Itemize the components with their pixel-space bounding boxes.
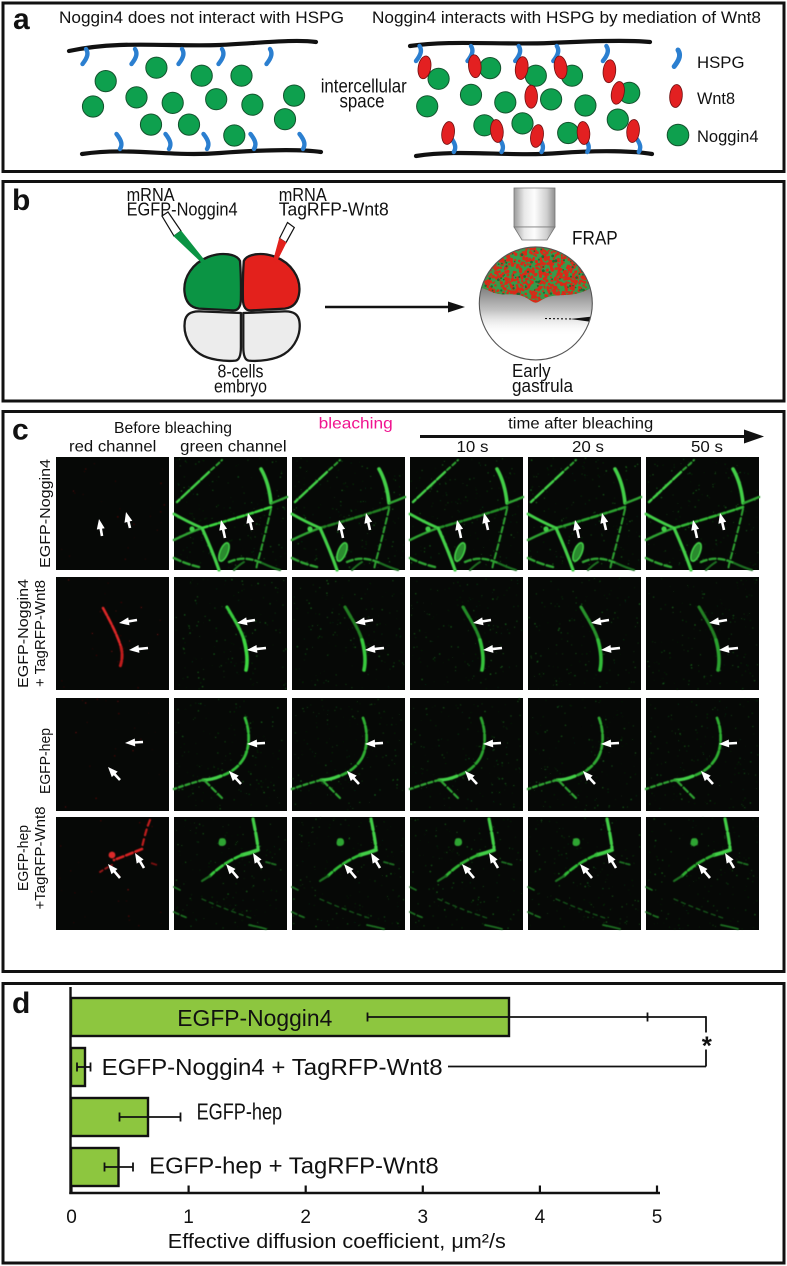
svg-text:10 s: 10 s — [457, 439, 489, 456]
svg-text:1: 1 — [183, 1207, 194, 1228]
svg-text:EGFP-Noggin4: EGFP-Noggin4 — [127, 200, 238, 220]
svg-text:intercellular: intercellular — [321, 77, 408, 98]
svg-text:EGFP-hep: EGFP-hep — [197, 1099, 283, 1125]
svg-text:Before bleaching: Before bleaching — [114, 420, 232, 437]
svg-text:green channel: green channel — [180, 439, 287, 456]
svg-text:Wnt8: Wnt8 — [697, 89, 735, 108]
svg-text:TagRFP-Wnt8: TagRFP-Wnt8 — [279, 200, 389, 220]
svg-text:Noggin4: Noggin4 — [697, 127, 759, 146]
svg-text:Noggin4 interacts with HSPG by: Noggin4 interacts with HSPG by mediation… — [372, 9, 761, 27]
svg-text:EGFP-Noggin4: EGFP-Noggin4 — [37, 459, 54, 568]
svg-text:HSPG: HSPG — [697, 53, 745, 72]
svg-text:time after bleaching: time after bleaching — [508, 416, 653, 433]
svg-text:EGFP-hep + TagRFP-Wnt8: EGFP-hep + TagRFP-Wnt8 — [149, 1153, 439, 1179]
svg-text:FRAP: FRAP — [572, 229, 618, 250]
svg-text:embryo: embryo — [214, 377, 267, 397]
svg-text:gastrula: gastrula — [512, 376, 574, 396]
svg-text:space: space — [340, 92, 385, 113]
svg-text:mRNA: mRNA — [127, 185, 175, 205]
svg-text:EGFP-Noggin4 + TagRFP-Wnt8: EGFP-Noggin4 + TagRFP-Wnt8 — [102, 1054, 443, 1080]
svg-text:20 s: 20 s — [572, 439, 604, 456]
svg-text:+TagRFP-Wnt8: +TagRFP-Wnt8 — [32, 807, 49, 910]
svg-text:+ TagRFP-Wnt8: + TagRFP-Wnt8 — [32, 580, 49, 687]
svg-text:50 s: 50 s — [691, 439, 723, 456]
svg-text:2: 2 — [300, 1207, 311, 1228]
svg-text:EGFP-hep: EGFP-hep — [37, 728, 54, 794]
svg-text:EGFP-hep: EGFP-hep — [15, 825, 32, 891]
svg-text:Noggin4 does not interact with: Noggin4 does not interact with HSPG — [59, 9, 344, 27]
svg-text:c: c — [12, 414, 29, 447]
svg-text:EGFP-Noggin4: EGFP-Noggin4 — [177, 1005, 332, 1031]
svg-text:Effective diffusion coefficien: Effective diffusion coefficient, μm²/s — [168, 1231, 506, 1253]
svg-text:a: a — [13, 3, 30, 36]
svg-text:*: * — [702, 1031, 713, 1061]
svg-text:0: 0 — [66, 1207, 77, 1228]
svg-text:mRNA: mRNA — [279, 185, 327, 205]
svg-text:Early: Early — [512, 361, 551, 381]
svg-text:8-cells: 8-cells — [218, 362, 264, 382]
svg-text:4: 4 — [535, 1207, 546, 1228]
svg-text:b: b — [12, 184, 30, 217]
svg-text:bleaching: bleaching — [319, 416, 393, 433]
svg-text:red channel: red channel — [69, 439, 156, 456]
svg-text:d: d — [12, 987, 30, 1020]
svg-text:3: 3 — [418, 1207, 429, 1228]
svg-text:5: 5 — [652, 1207, 663, 1228]
svg-text:EGFP-Noggin4: EGFP-Noggin4 — [15, 579, 32, 688]
